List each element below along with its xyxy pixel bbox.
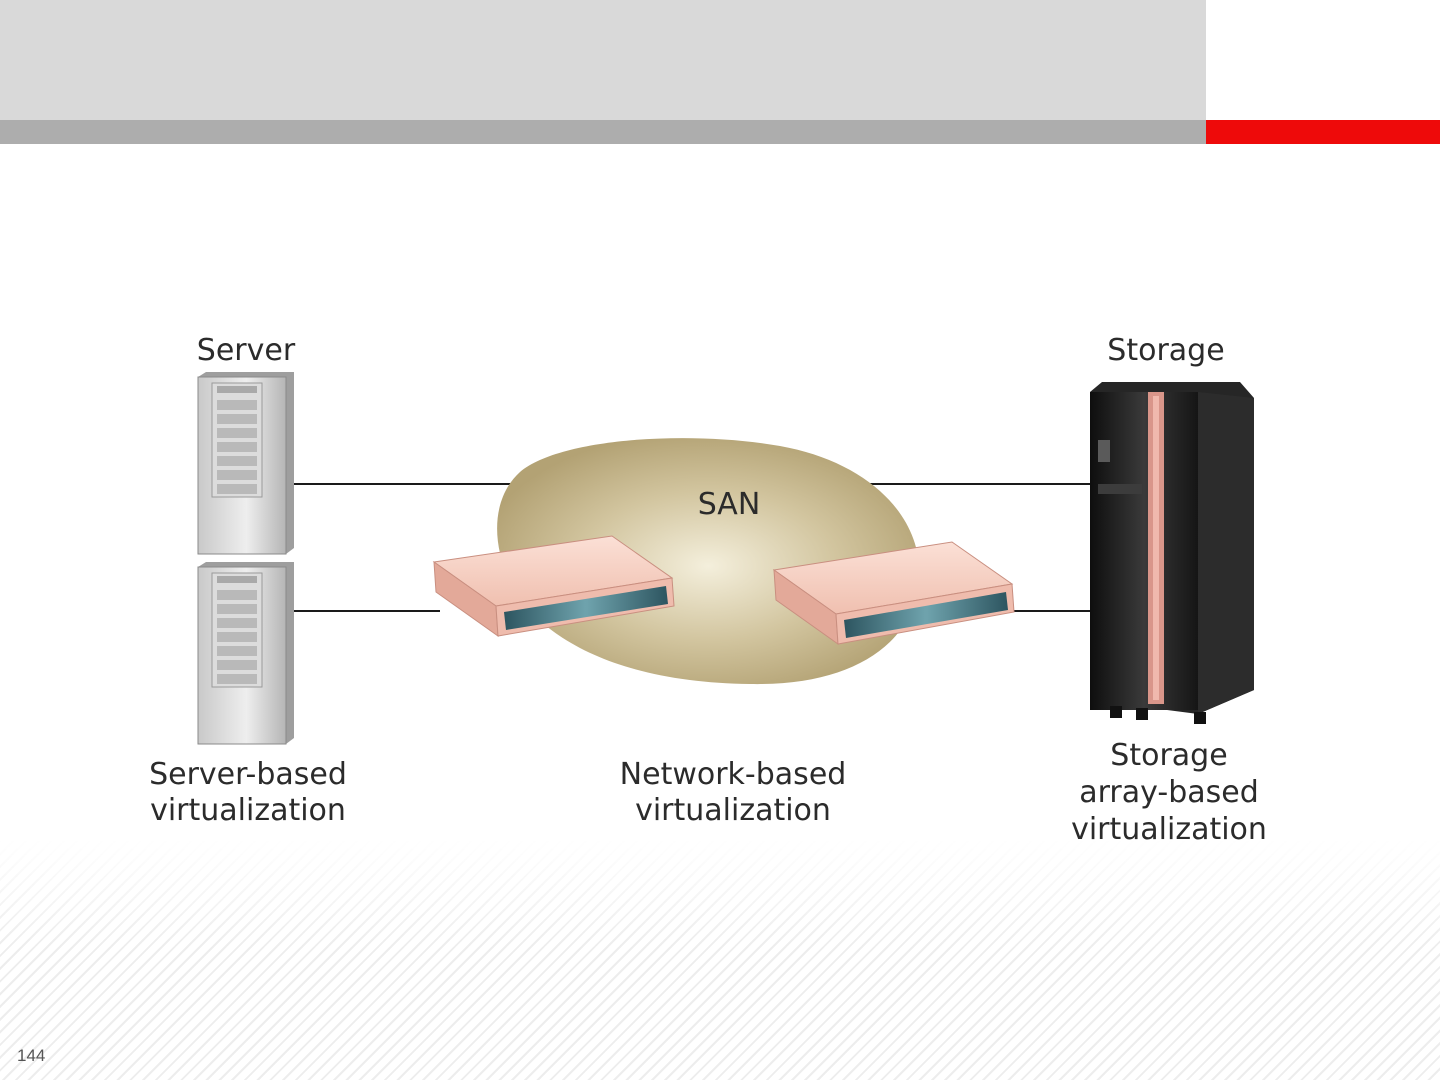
storage-based-label-line1: Storage — [1110, 738, 1227, 773]
server-2 — [198, 562, 294, 744]
server-based-label-line1: Server-based — [149, 757, 347, 792]
server-label: Server — [197, 333, 296, 368]
network-based-label-line2: virtualization — [635, 793, 831, 828]
san-label: SAN — [698, 487, 761, 522]
storage-label: Storage — [1107, 333, 1224, 368]
server-based-label-line2: virtualization — [150, 793, 346, 828]
storage-array — [1090, 382, 1254, 724]
server-1 — [198, 372, 294, 554]
storage-based-label-line3: virtualization — [1071, 812, 1267, 847]
slide-number: 144 — [17, 1046, 45, 1066]
network-based-label-line1: Network-based — [620, 757, 847, 792]
storage-based-label-line2: array-based — [1079, 775, 1259, 810]
